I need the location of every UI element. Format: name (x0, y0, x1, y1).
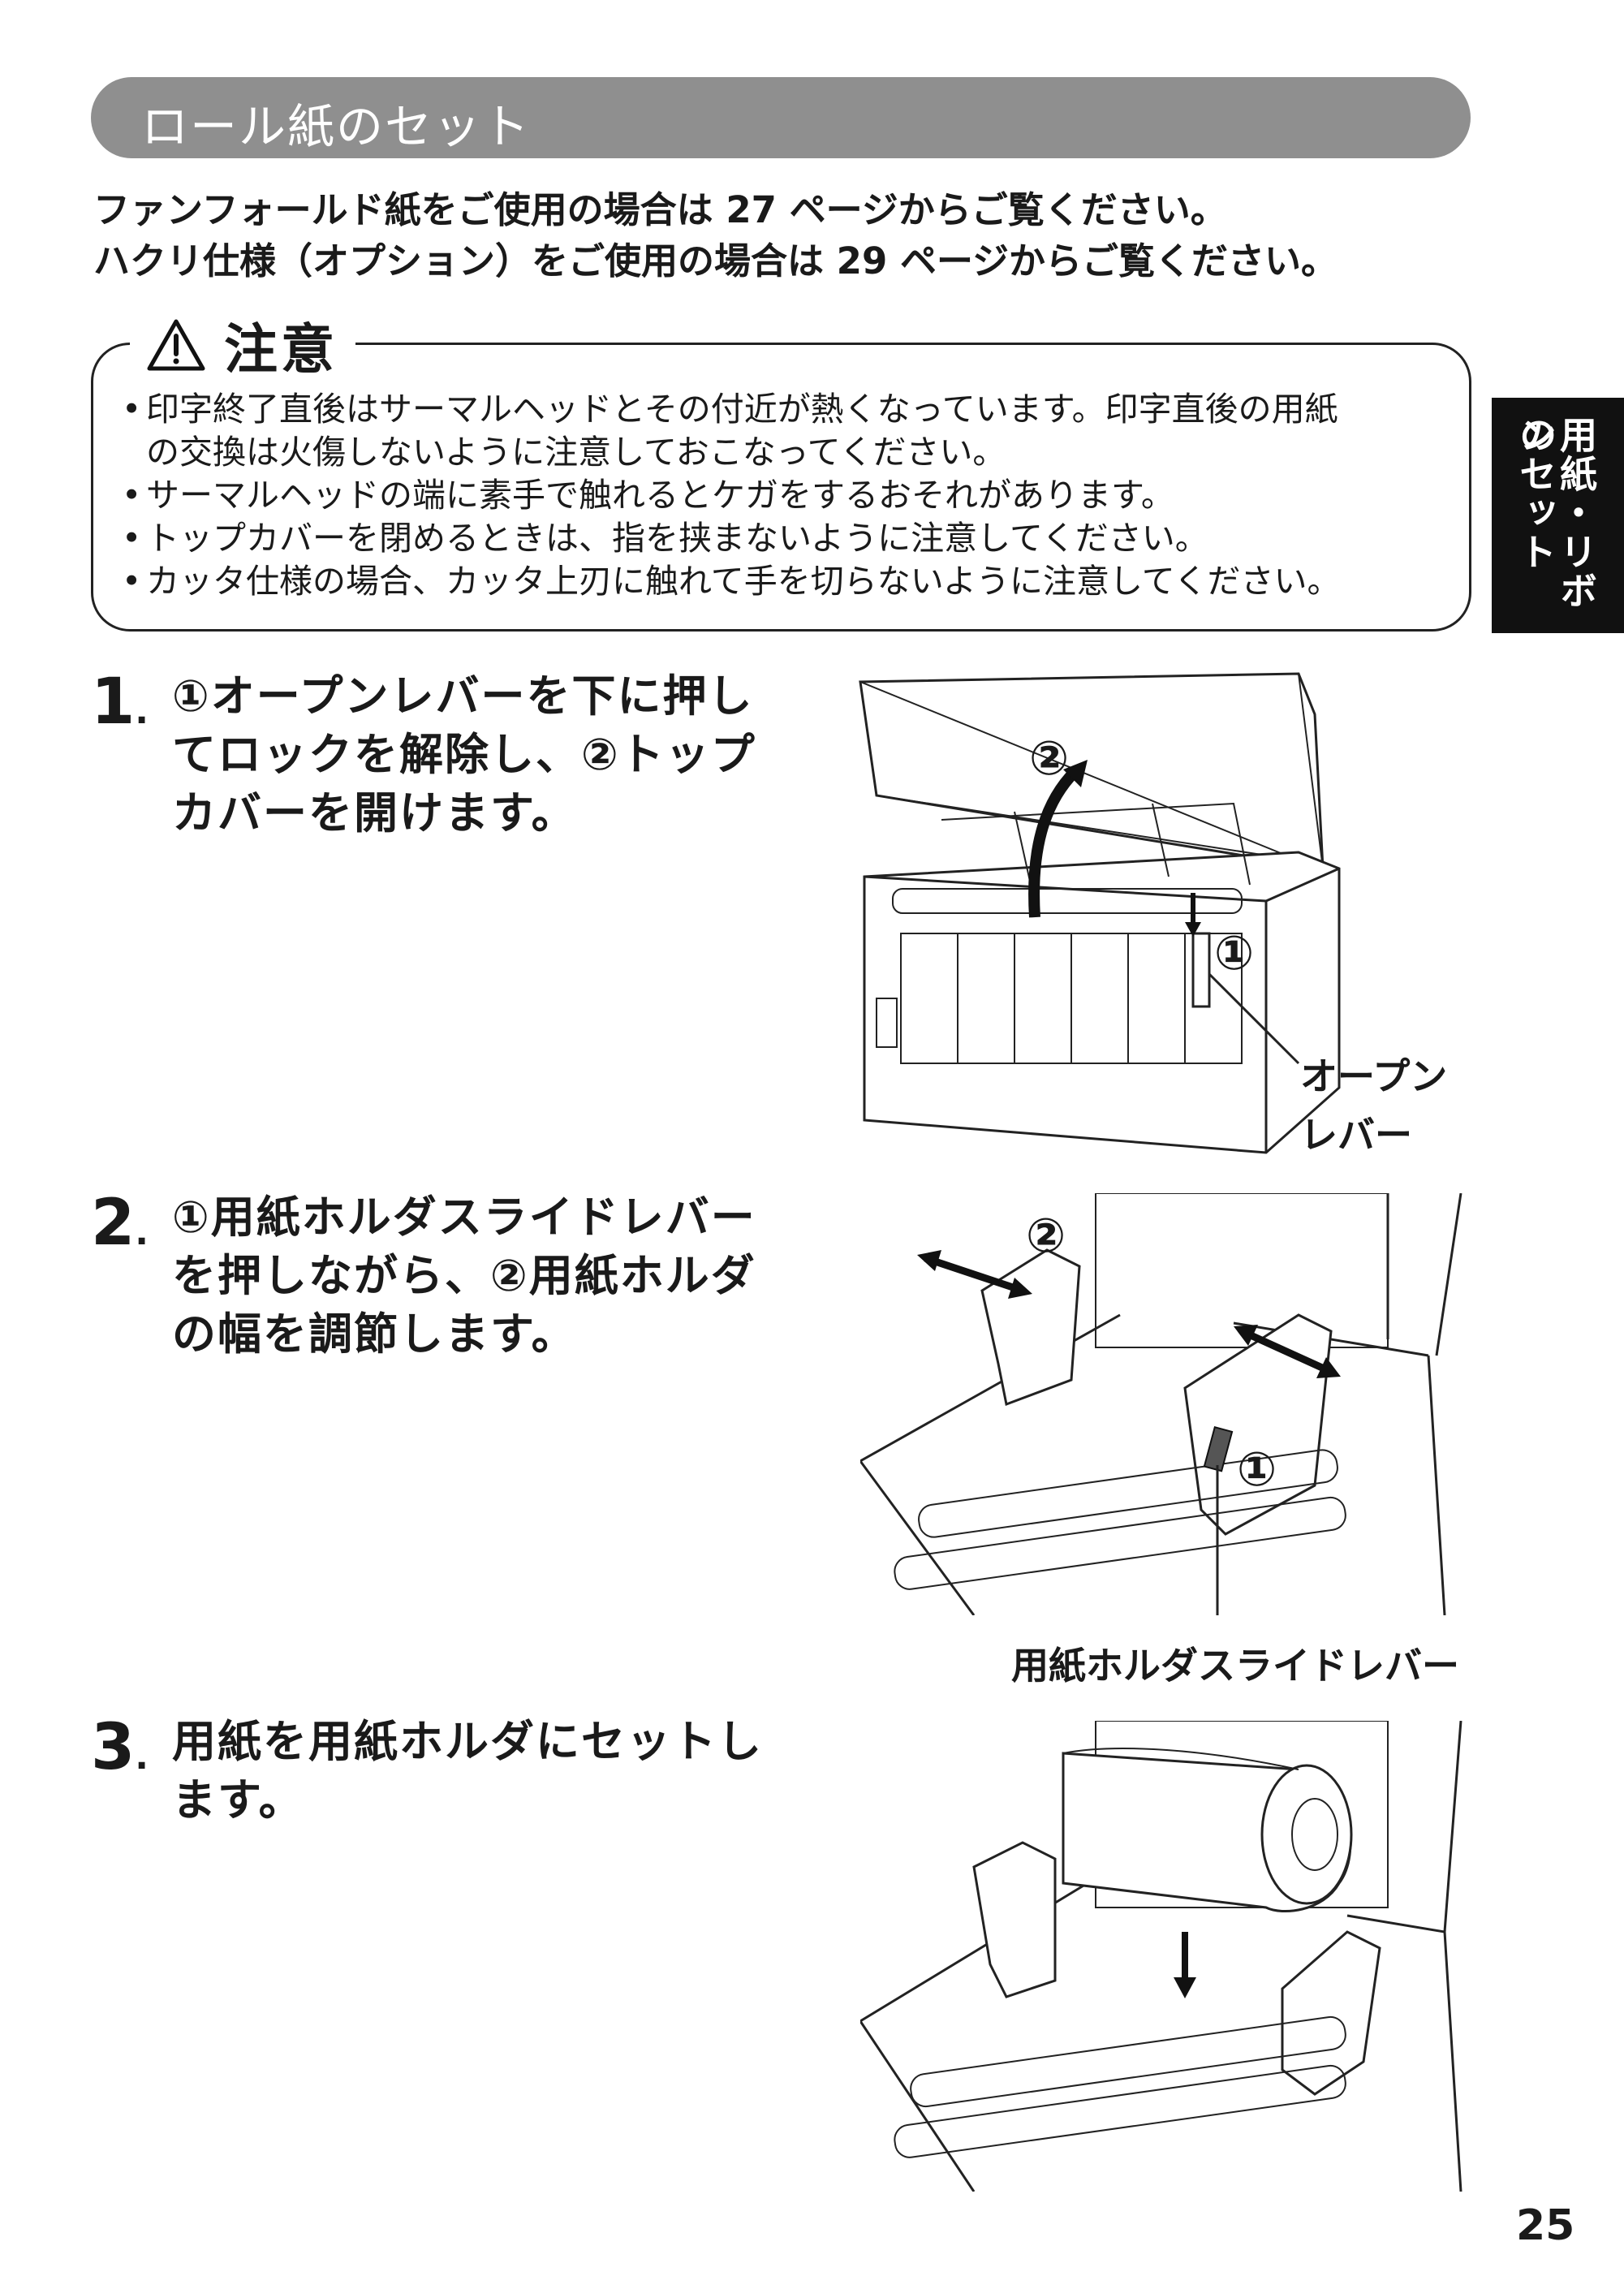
intro-line-1: ファンフォールド紙をご使用の場合は 27 ページからご覧ください。 (93, 188, 1227, 231)
caution-heading: 注意 (130, 308, 355, 382)
section-header: ロール紙のセット (91, 77, 1471, 158)
step-number: 3 (91, 1711, 136, 1784)
step-3-text: 用紙を用紙ホルダにセットします。 (172, 1716, 763, 1826)
step-2-text: ①用紙ホルダスライドレバーを押しながら、②用紙ホルダの幅を調節します。 (172, 1192, 756, 1360)
chapter-side-tab: 用紙・リボン のセット (1492, 398, 1624, 633)
step-1: 1. (91, 666, 149, 739)
caution-item: カッタ仕様の場合、カッタ上刃に触れて手を切らないように注意してください。 (122, 560, 1453, 603)
caution-box (91, 343, 1471, 632)
caution-item-continued: の交換は火傷しないように注意しておこなってください。 (146, 433, 1006, 472)
caution-item: トップカバーを閉めるときは、指を挟まないように注意してください。 (122, 517, 1453, 560)
intro-line-2: ハクリ仕様（オプション）をご使用の場合は 29 ページからご覧ください。 (93, 239, 1338, 282)
figure-roll-setting (860, 1721, 1462, 2192)
side-tab-line-1: 用紙・リボン (1514, 416, 1598, 610)
step-1-text: ①オープンレバーを下に押してロックを解除し、②トップカバーを開けます。 (172, 670, 756, 838)
caution-item: 印字終了直後はサーマルヘッドとその付近が熱くなっています。印字直後の用紙 (122, 388, 1453, 431)
fig1-caption-line-2: レバー (1300, 1113, 1412, 1157)
fig2-marker-1: ① (1237, 1442, 1277, 1497)
step-3: 3. (91, 1711, 149, 1784)
caution-title: 注意 (224, 318, 338, 381)
step-number: 2 (91, 1187, 136, 1260)
side-tab-line-2: のセット (1514, 416, 1557, 571)
fig2-marker-2: ② (1026, 1208, 1066, 1263)
caution-item: サーマルヘッドの端に素手で触れるとケガをするおそれがあります。 (122, 474, 1453, 517)
warning-triangle-icon (147, 319, 205, 371)
figure-paper-holder-adjust (860, 1193, 1462, 1615)
fig1-marker-2: ② (1029, 731, 1070, 786)
figure-printer-cover-open (859, 672, 1341, 1154)
caution-list: 印字終了直後はサーマルヘッドとその付近が熱くなっています。印字直後の用紙 の交換… (122, 388, 1453, 603)
step-2: 2. (91, 1187, 149, 1260)
fig1-caption-line-1: オープン (1300, 1054, 1448, 1098)
fig1-marker-1: ① (1214, 925, 1255, 981)
step-number: 1 (91, 666, 136, 739)
fig2-caption: 用紙ホルダスライドレバー (1011, 1644, 1459, 1688)
page-number: 25 (1516, 2201, 1575, 2250)
section-title: ロール紙のセット (141, 99, 532, 154)
